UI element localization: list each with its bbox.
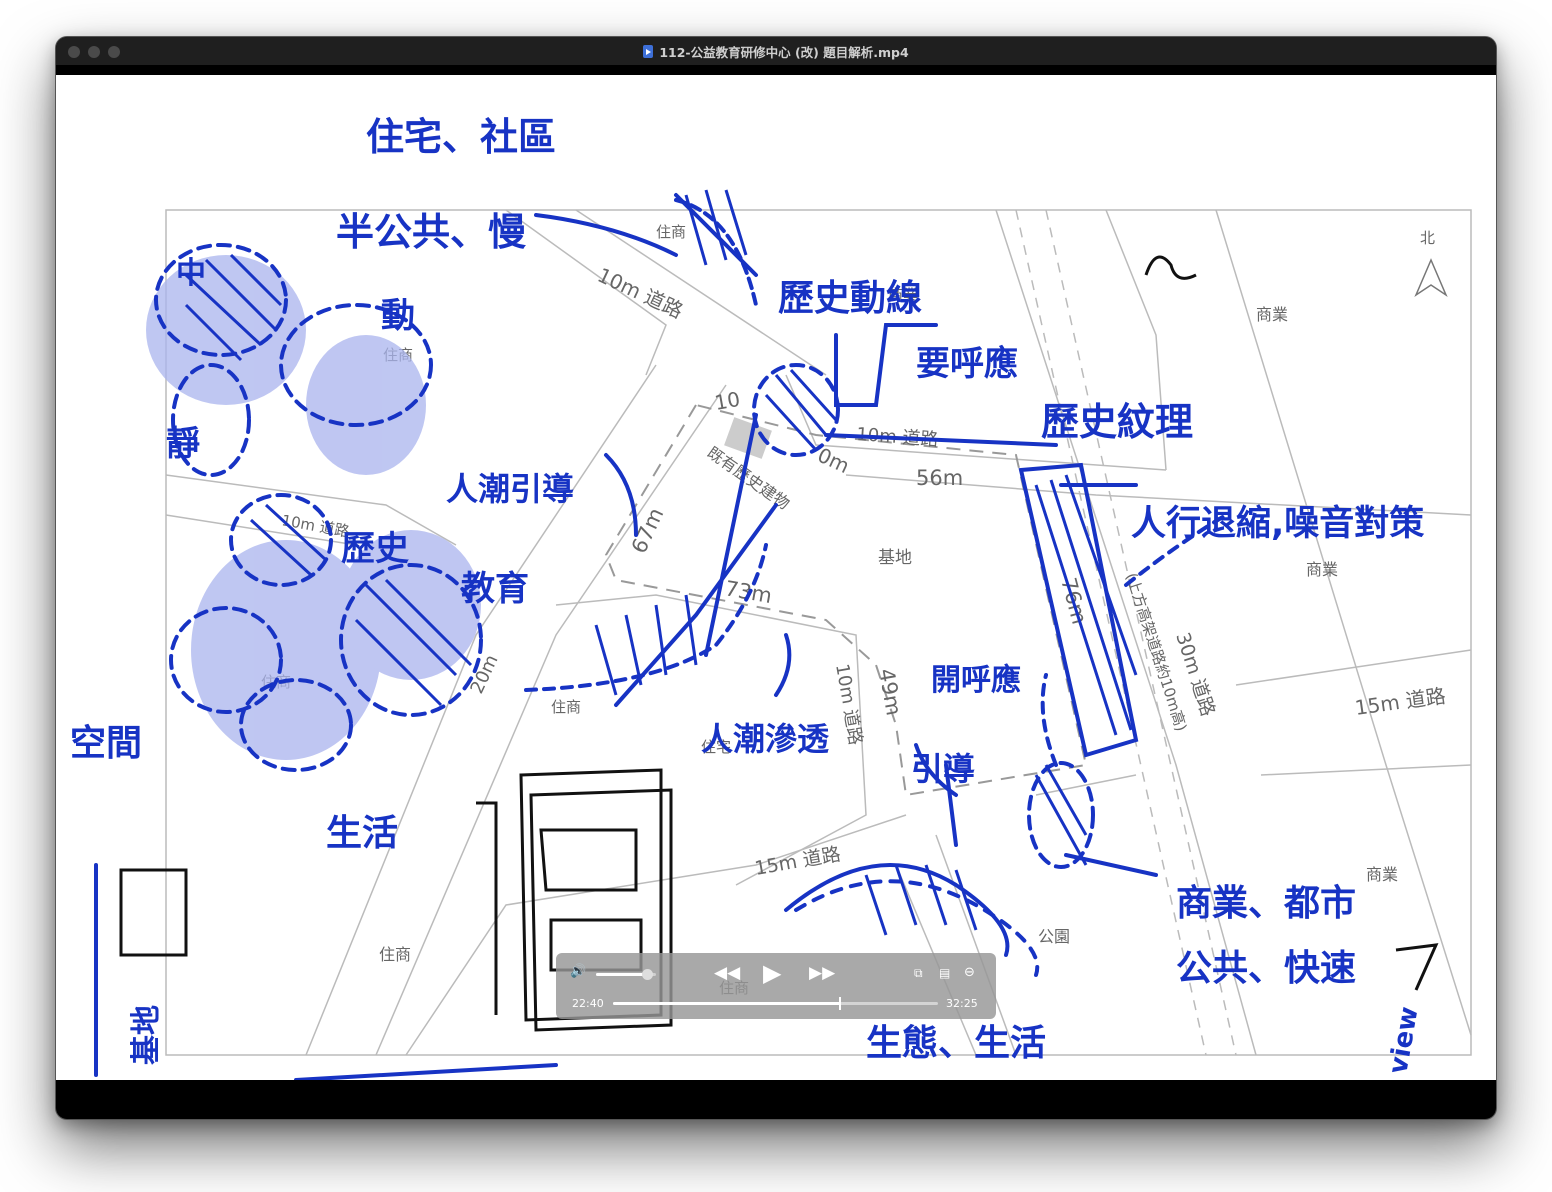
- site-boundary: [604, 403, 1088, 797]
- note-crowd-guide: 人潮引導: [446, 470, 574, 508]
- note-setback-noise: 人行退縮,噪音對策: [1131, 503, 1424, 544]
- ink-strokes: [94, 193, 1228, 1080]
- zone-commercial-d: 商業: [1366, 865, 1398, 884]
- dim-10a: 10: [713, 387, 742, 415]
- note-middle: 中: [176, 256, 206, 291]
- play-icon[interactable]: ▶: [763, 959, 782, 987]
- dim-56m: 56m: [916, 466, 963, 490]
- note-semi-public-slow: 半公共、慢: [336, 210, 527, 254]
- note-historic-texture: 歷史紋理: [1041, 400, 1193, 444]
- note-crowd-permeate: 人潮滲透: [701, 720, 829, 758]
- more-options-icon[interactable]: ⊖: [964, 965, 975, 980]
- playback-controls[interactable]: 🔊 ◀◀ ▶ ▶▶ ⧉ ▤ ⊖ 22:40 32:25: [556, 953, 996, 1019]
- zone-site: 基地: [878, 548, 912, 568]
- road-lines: [165, 209, 1472, 1056]
- hatch-strokes: [184, 189, 1138, 936]
- note-public-fast: 公共、快速: [1176, 948, 1356, 989]
- site-plan-sketch: 北 商業 商業 商業 商業 住商 住商 住商 住商 住商 住商 住宅 公園 基地…: [70, 115, 1472, 1080]
- window-title-text: 112-公益教育研修中心 (改) 題目解析.mp4: [659, 44, 909, 60]
- progress-track[interactable]: [613, 997, 938, 1010]
- zone-commercial-a: 商業: [1256, 305, 1288, 324]
- volume-level: [596, 973, 647, 976]
- zone-residential: 住宅: [701, 738, 731, 756]
- volume-icon[interactable]: 🔊: [570, 964, 587, 979]
- zoom-window-button[interactable]: [108, 46, 120, 58]
- rewind-icon[interactable]: ◀◀: [714, 963, 741, 983]
- note-commercial-urban: 商業、都市: [1176, 883, 1356, 924]
- volume-knob[interactable]: [642, 969, 653, 980]
- zone-commercial-b: 商業: [888, 286, 918, 304]
- historic-building-mark: [724, 417, 772, 459]
- close-window-button[interactable]: [68, 46, 80, 58]
- window-title: 112-公益教育研修中心 (改) 題目解析.mp4: [56, 37, 1496, 65]
- note-site: 基地: [129, 1005, 164, 1065]
- note-residential-community: 住宅、社區: [366, 115, 556, 159]
- note-historic-route: 歷史動線: [778, 278, 922, 319]
- subtitles-icon[interactable]: ▤: [939, 966, 951, 980]
- north-label: 北: [1420, 229, 1435, 247]
- video-frame[interactable]: 北 商業 商業 商業 商業 住商 住商 住商 住商 住商 住商 住宅 公園 基地…: [56, 75, 1496, 1080]
- note-guide: 引導: [911, 750, 975, 788]
- title-bar[interactable]: 112-公益教育研修中心 (改) 題目解析.mp4: [56, 37, 1496, 66]
- note-open-echo: 開呼應: [931, 663, 1021, 698]
- note-echo: 要呼應: [916, 344, 1018, 384]
- video-player-window: 112-公益教育研修中心 (改) 題目解析.mp4: [56, 37, 1496, 1119]
- progress-handle[interactable]: [839, 997, 842, 1010]
- zone-commercial-c: 商業: [1306, 560, 1338, 579]
- current-time: 22:40: [572, 997, 604, 1010]
- picture-in-picture-icon[interactable]: ⧉: [914, 966, 923, 980]
- duration: 32:25: [946, 997, 978, 1010]
- highlight-marks: [146, 255, 481, 760]
- volume-slider[interactable]: [596, 969, 656, 980]
- video-file-icon: [643, 44, 654, 58]
- fast-forward-icon[interactable]: ▶▶: [809, 963, 836, 983]
- note-ecology-life: 生態、生活: [866, 1023, 1046, 1064]
- note-history: 歷史: [341, 529, 409, 569]
- note-space: 空間: [70, 723, 142, 764]
- zone-park: 公園: [1038, 927, 1070, 946]
- progress-fill: [613, 1002, 841, 1005]
- note-life: 生活: [326, 813, 398, 854]
- note-education: 教育: [461, 569, 529, 609]
- zone-mixed-a: 住商: [656, 223, 686, 241]
- note-dynamic: 動: [381, 296, 415, 336]
- minimize-window-button[interactable]: [88, 46, 100, 58]
- north-arrow-icon: [1414, 258, 1448, 298]
- note-quiet: 靜: [166, 424, 200, 464]
- zone-mixed-e: 住商: [379, 945, 411, 964]
- zone-mixed-d: 住商: [551, 698, 581, 716]
